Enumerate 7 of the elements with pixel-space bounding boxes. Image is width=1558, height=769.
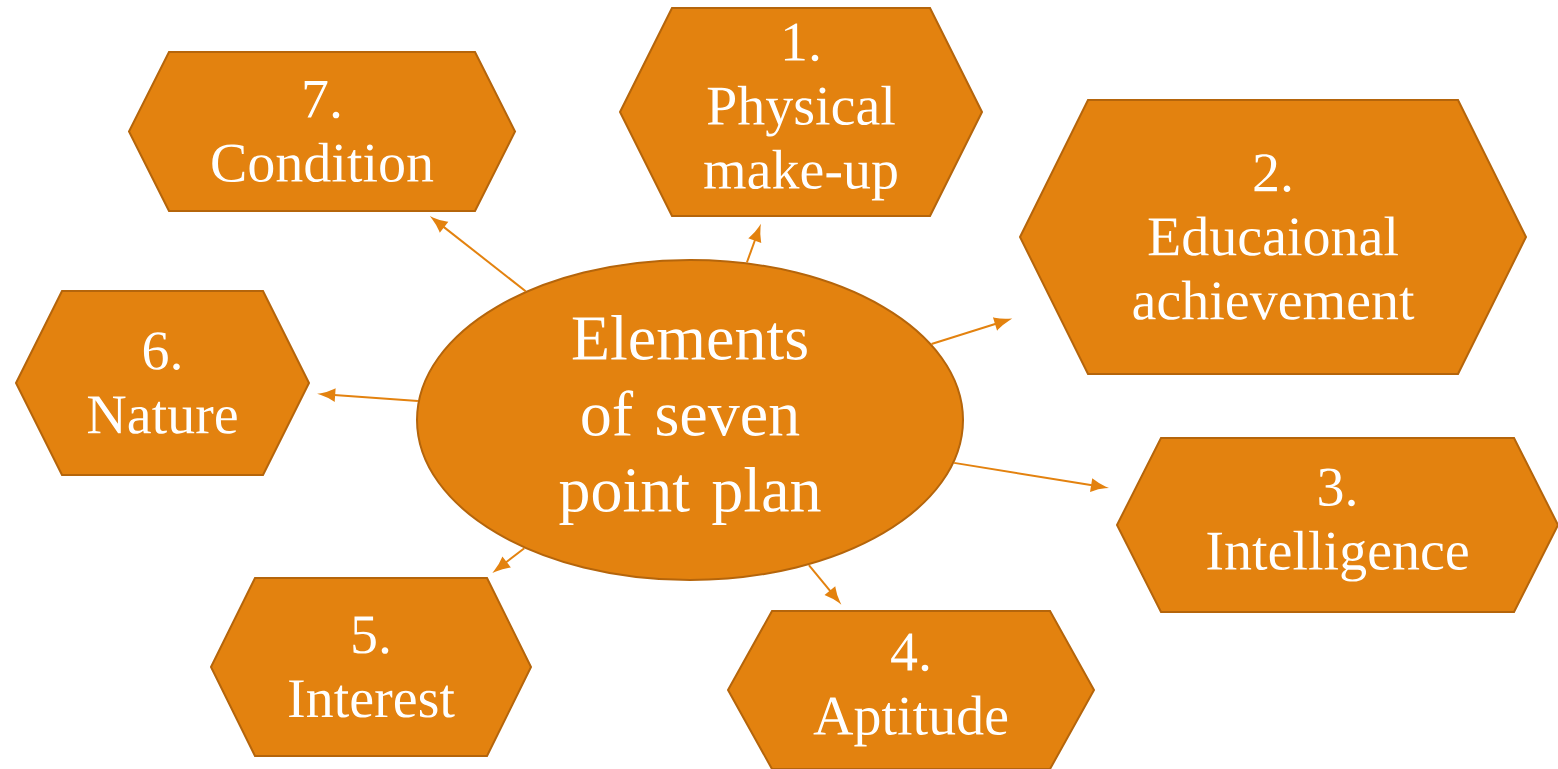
arrow <box>745 226 761 264</box>
arrow <box>494 547 526 572</box>
arrow <box>320 388 419 402</box>
arrow <box>953 461 1106 492</box>
arrow <box>807 564 840 603</box>
arrow <box>930 317 1010 345</box>
arrow <box>432 217 527 293</box>
